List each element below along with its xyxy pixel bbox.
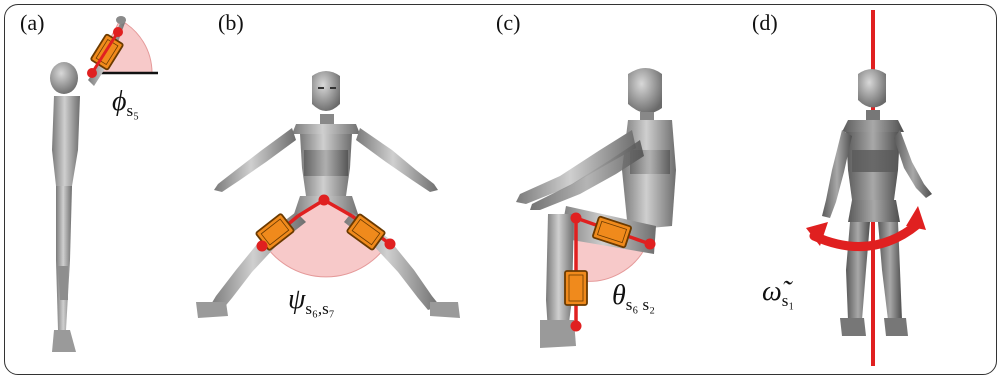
psi-symbol: ψ: [288, 284, 305, 315]
joint-c-ankle: [571, 321, 582, 332]
theta-symbol: θ: [612, 280, 626, 311]
label-omega: ω̃s₁: [762, 276, 794, 311]
joint-a-shoulder: [87, 68, 97, 78]
joint-c-hip: [645, 239, 656, 250]
psi-subscript: s₆,s₇: [305, 299, 334, 318]
panel-b-figure: [196, 71, 460, 318]
phi-subscript: s₅: [127, 101, 140, 120]
panel-a-figure: [50, 16, 158, 352]
theta-subscript: s₆ s₂: [626, 295, 655, 314]
head-a: [50, 62, 78, 94]
label-theta: θs₆ s₂: [612, 280, 655, 315]
panel-d-figure: [806, 10, 932, 366]
phi-symbol: ϕ: [112, 86, 127, 117]
omega-subscript: s₁: [782, 291, 795, 310]
label-psi: ψs₆,s₇: [288, 284, 335, 319]
rotation-arrow-head-right: [906, 206, 926, 230]
omega-symbol: ω̃: [762, 276, 782, 307]
head-d: [858, 69, 886, 108]
head-b: [312, 71, 340, 111]
head-c: [628, 68, 662, 113]
sensor-s2-shin: [565, 271, 587, 305]
joint-b-knee-left: [257, 241, 268, 252]
joint-c-knee: [571, 213, 582, 224]
label-phi: ϕs₅: [112, 86, 139, 121]
joint-a-hand: [113, 27, 123, 37]
joint-b-knee-right: [385, 239, 396, 250]
joint-b-hip: [319, 195, 330, 206]
